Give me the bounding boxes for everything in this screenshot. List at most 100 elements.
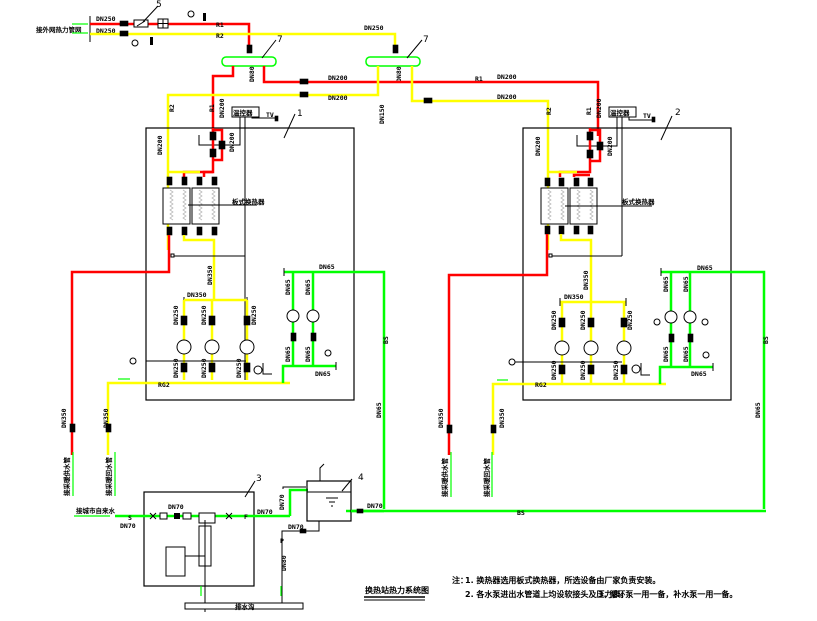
unit2-supply-size: DN200 (595, 98, 603, 118)
hx-label-2: 板式换热器 (622, 197, 655, 206)
circulation-pump-icon[interactable] (204, 339, 220, 355)
pressure-gauge-icon (653, 318, 661, 326)
return-branch-size: DN200 (328, 94, 348, 102)
circulation-pump-icon[interactable] (554, 340, 570, 356)
makeup-water-tank (306, 480, 352, 522)
valve-icon[interactable] (596, 141, 604, 151)
u2-makeup-pump2-size: DN65 (682, 276, 690, 292)
valve-icon[interactable] (446, 424, 453, 434)
valve-icon[interactable] (181, 176, 188, 186)
valve-icon[interactable] (573, 225, 580, 235)
city-water-label: 接城市自来水 (76, 506, 116, 515)
valve-icon[interactable] (209, 148, 217, 158)
valve-icon[interactable] (586, 149, 594, 159)
valve-icon[interactable] (119, 20, 129, 27)
check-valve-icon[interactable] (290, 332, 297, 342)
leader-line (142, 5, 159, 23)
controller-label: 温控器 (233, 108, 253, 117)
riser-tag-1: BS (382, 336, 390, 344)
pressure-gauge-icon (702, 351, 710, 359)
r1-branch-tag: R1 (475, 75, 483, 83)
circulation-pump-icon[interactable] (616, 340, 632, 356)
controller-label-2: 温控器 (610, 108, 630, 117)
riser-size-2: DN65 (754, 402, 762, 418)
valve-icon[interactable] (166, 226, 173, 236)
valve-icon[interactable] (587, 364, 595, 375)
circulation-pump-icon[interactable] (583, 340, 599, 356)
valve-icon[interactable] (69, 423, 76, 433)
makeup-pump-icon[interactable] (683, 310, 697, 324)
plate-heat-exchanger (162, 187, 191, 225)
valve-icon[interactable] (196, 176, 203, 186)
unit2-return-label: 接采暖回水管 (482, 458, 491, 498)
valve-icon[interactable] (180, 315, 188, 326)
trunk-size: DN250 (364, 24, 384, 32)
valve-icon[interactable] (558, 317, 566, 328)
valve-icon[interactable] (211, 226, 218, 236)
valve-icon[interactable] (544, 177, 551, 187)
valve-icon[interactable] (208, 362, 216, 373)
makeup-pump-icon[interactable] (664, 310, 678, 324)
valve-icon[interactable] (356, 508, 364, 514)
valve-icon[interactable] (587, 177, 594, 187)
overflow-size: DN70 (288, 523, 304, 531)
valve-icon[interactable] (558, 364, 566, 375)
valve-icon[interactable] (620, 317, 628, 328)
leader-line (341, 478, 353, 492)
unit1-return-label: 接采暖回水管 (104, 457, 113, 497)
valve-icon[interactable] (423, 97, 433, 104)
makeup-pump-icon[interactable] (306, 309, 320, 323)
check-valve-icon[interactable] (310, 332, 317, 342)
valve-icon[interactable] (587, 317, 595, 328)
valve-icon[interactable] (490, 424, 497, 434)
valve-icon[interactable] (299, 91, 309, 98)
circulation-pump-icon[interactable] (176, 339, 192, 355)
gate-valve-icon[interactable] (225, 512, 233, 520)
riser-size-1: DN65 (375, 402, 383, 418)
control-valve-icon[interactable] (209, 131, 217, 141)
valve-icon[interactable] (392, 44, 399, 54)
valve-icon[interactable] (620, 364, 628, 375)
valve-icon[interactable] (211, 176, 218, 186)
note-1: 1. 换热器选用板式换热器，所选设备由厂家负责安装。 (465, 575, 660, 585)
thermometer-icon (150, 37, 153, 45)
valve-icon[interactable] (105, 423, 112, 433)
valve-icon[interactable] (166, 176, 173, 186)
valve-icon[interactable] (558, 225, 565, 235)
valve-icon[interactable] (558, 177, 565, 187)
valve-icon[interactable] (243, 362, 251, 373)
unit1-supply-label: 接采暖供水管 (62, 457, 71, 497)
water-treatment: 3 接城市自来水 S DN70 DN70 F DN70 DN70 4 DN70 (74, 463, 384, 612)
pressure-gauge-icon (131, 39, 139, 47)
u2-pump3-in-size: DN250 (626, 310, 634, 330)
valve-icon[interactable] (573, 177, 580, 187)
valve-icon[interactable] (182, 512, 192, 520)
valve-icon[interactable] (274, 115, 279, 122)
valve-icon[interactable] (299, 528, 307, 534)
valve-icon[interactable] (218, 140, 226, 150)
check-valve-icon[interactable] (668, 333, 675, 343)
circulation-pump-icon[interactable] (239, 339, 255, 355)
tag-5: 5 (156, 0, 162, 10)
leader-line (283, 113, 296, 139)
valve-icon[interactable] (544, 225, 551, 235)
valve-icon[interactable] (181, 226, 188, 236)
valve-icon[interactable] (196, 226, 203, 236)
unit2-return-main (559, 234, 593, 303)
valve-icon[interactable] (208, 315, 216, 326)
unit2-main-return-size: DN350 (582, 270, 590, 290)
check-valve-icon[interactable] (687, 333, 694, 343)
makeup-pump-icon[interactable] (286, 309, 300, 323)
valve-icon[interactable] (299, 78, 309, 85)
valve-icon[interactable] (587, 225, 594, 235)
valve-icon[interactable] (246, 44, 253, 54)
tag-1: 1 (297, 109, 303, 119)
control-valve-icon[interactable] (586, 131, 594, 141)
valve-icon[interactable] (180, 362, 188, 373)
valve-icon[interactable] (243, 315, 251, 326)
valve-icon[interactable] (651, 116, 656, 123)
unit1-return-main (182, 235, 216, 300)
gate-valve-icon[interactable] (149, 512, 157, 520)
valve-icon[interactable] (119, 30, 129, 37)
pressure-sensor-icon (129, 357, 137, 365)
